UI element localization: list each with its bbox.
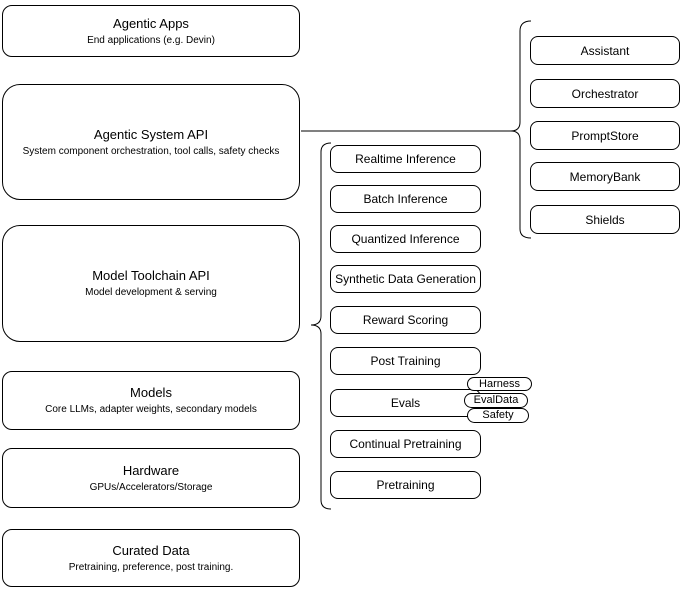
node-continual-pretraining: Continual Pretraining xyxy=(330,430,481,458)
node-subtitle: Model development & serving xyxy=(85,287,217,298)
node-synthetic-data-generation: Synthetic Data Generation xyxy=(330,265,481,293)
node-label: Synthetic Data Generation xyxy=(335,272,476,286)
node-label: Evals xyxy=(390,396,421,410)
node-hardware: Hardware GPUs/Accelerators/Storage xyxy=(2,448,300,508)
tag-harness: Harness xyxy=(467,377,532,391)
node-subtitle: Core LLMs, adapter weights, secondary mo… xyxy=(45,404,257,415)
node-subtitle: Pretraining, preference, post training. xyxy=(68,561,234,573)
tag-label: Safety xyxy=(482,409,514,421)
node-promptstore: PromptStore xyxy=(530,121,680,150)
node-realtime-inference: Realtime Inference xyxy=(330,145,481,173)
node-label: Reward Scoring xyxy=(362,313,449,327)
node-label: PromptStore xyxy=(571,128,639,143)
node-title: Agentic Apps xyxy=(113,15,189,31)
node-title: Agentic System API xyxy=(93,126,209,142)
node-shields: Shields xyxy=(530,205,680,234)
node-title: Model Toolchain API xyxy=(92,268,210,283)
node-title: Hardware xyxy=(122,462,180,478)
node-subtitle: End applications (e.g. Devin) xyxy=(87,34,215,46)
node-agentic-apps: Agentic Apps End applications (e.g. Devi… xyxy=(2,5,300,57)
node-label: Quantized Inference xyxy=(351,232,460,246)
node-label: Assistant xyxy=(580,43,630,58)
node-label: MemoryBank xyxy=(569,169,641,184)
node-agentic-system-api: Agentic System API System component orch… xyxy=(2,84,300,200)
tag-evaldata: EvalData xyxy=(464,393,528,408)
node-label: Batch Inference xyxy=(363,192,448,206)
node-curated-data: Curated Data Pretraining, preference, po… xyxy=(2,529,300,587)
node-label: Realtime Inference xyxy=(355,152,456,166)
brace-toolchain-services xyxy=(310,142,332,510)
node-reward-scoring: Reward Scoring xyxy=(330,306,481,334)
node-model-toolchain-api: Model Toolchain API Model development & … xyxy=(2,225,300,342)
node-label: Post Training xyxy=(370,354,441,368)
node-assistant: Assistant xyxy=(530,36,680,65)
tag-label: Harness xyxy=(479,377,520,390)
node-evals: Evals xyxy=(330,389,481,417)
node-quantized-inference: Quantized Inference xyxy=(330,225,481,253)
brace-system-components xyxy=(510,20,532,239)
node-pretraining: Pretraining xyxy=(330,471,481,499)
node-label: Orchestrator xyxy=(571,86,639,101)
node-memorybank: MemoryBank xyxy=(530,162,680,191)
node-label: Shields xyxy=(585,212,625,227)
node-models: Models Core LLMs, adapter weights, secon… xyxy=(2,371,300,430)
node-label: Pretraining xyxy=(376,478,435,492)
node-title: Models xyxy=(130,385,172,400)
node-subtitle: System component orchestration, tool cal… xyxy=(22,145,280,157)
tag-safety: Safety xyxy=(467,408,529,423)
node-title: Curated Data xyxy=(112,542,190,558)
node-orchestrator: Orchestrator xyxy=(530,79,680,108)
node-label: Continual Pretraining xyxy=(349,437,462,451)
tag-label: EvalData xyxy=(473,394,519,406)
node-subtitle: GPUs/Accelerators/Storage xyxy=(89,481,213,493)
node-post-training: Post Training xyxy=(330,347,481,375)
node-batch-inference: Batch Inference xyxy=(330,185,481,213)
